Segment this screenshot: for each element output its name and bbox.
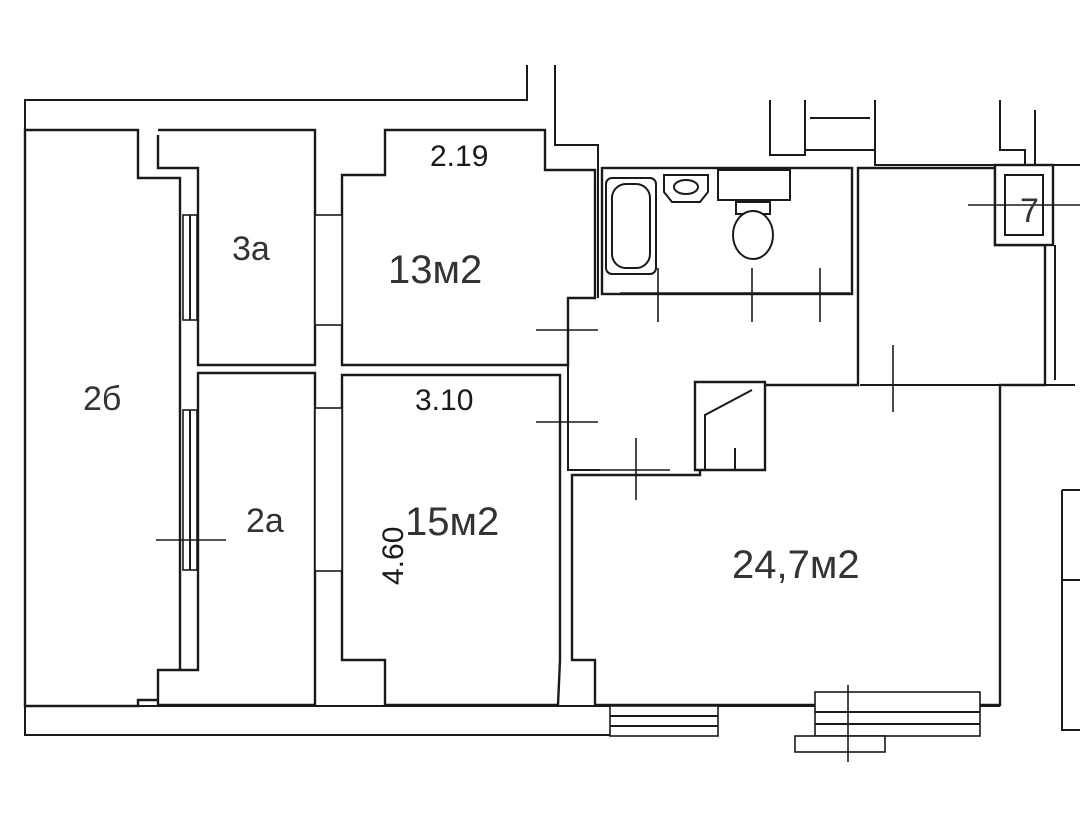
tick-marks <box>156 204 1080 762</box>
room-label-2a: 2а <box>246 502 284 540</box>
bathroom-fixtures <box>605 169 791 275</box>
dimension-3-10: 3.10 <box>415 384 473 417</box>
dimension-4-60: 4.60 <box>377 527 410 585</box>
windows <box>609 691 981 753</box>
room-labels: 2б 3а 2а 13м2 15м2 24,7м2 7 <box>83 192 1039 587</box>
dimension-labels: 2.19 3.10 4.60 <box>377 140 488 585</box>
toilet-icon <box>717 169 791 201</box>
room-label-24-7m2: 24,7м2 <box>732 543 860 587</box>
dimension-2-19: 2.19 <box>430 140 488 173</box>
room-label-2b: 2б <box>83 380 121 418</box>
room-label-13m2: 13м2 <box>388 248 482 292</box>
rooms-13-15-walls <box>314 128 597 707</box>
room-label-3a: 3а <box>232 230 270 268</box>
room-label-15m2: 15м2 <box>405 500 499 544</box>
room-label-7: 7 <box>1020 192 1039 230</box>
rooms-3a-2a-walls <box>156 128 317 707</box>
